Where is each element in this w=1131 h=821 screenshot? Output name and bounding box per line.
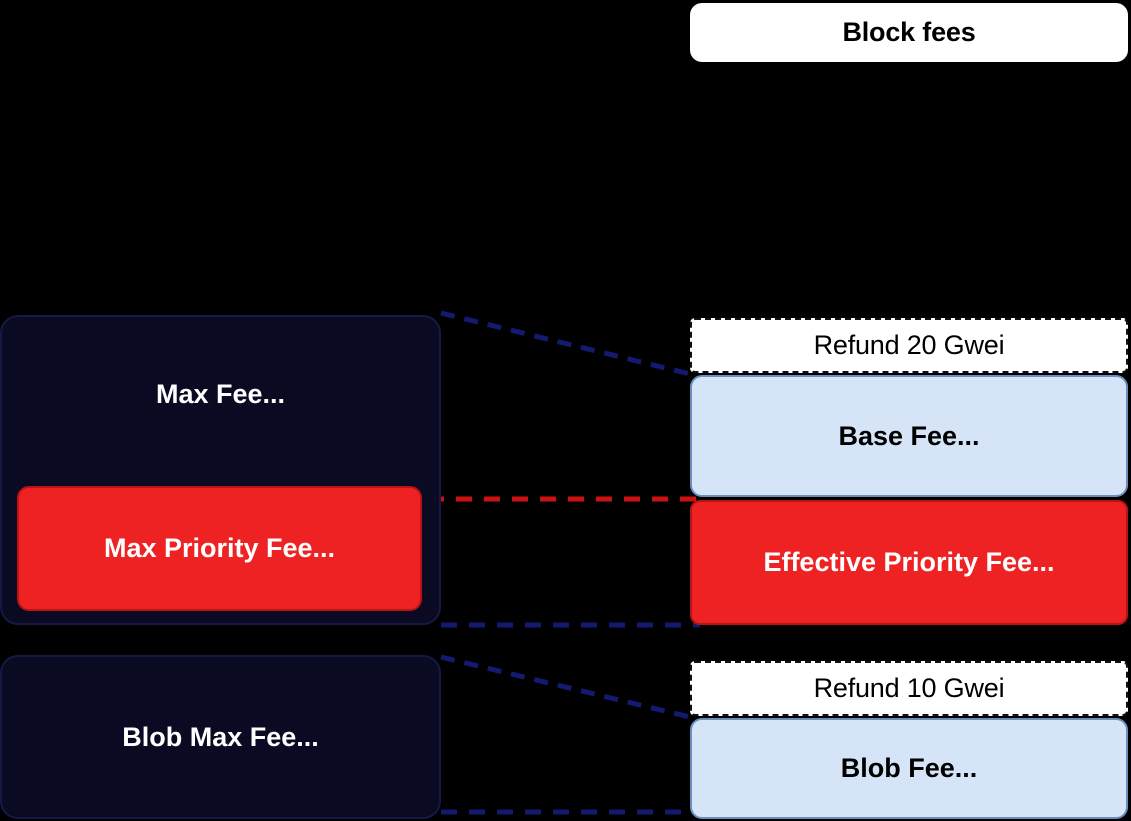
blob-fee-label: Blob Fee... <box>840 753 978 783</box>
effective-priority-fee-box[interactable]: Effective Priority Fee... <box>690 500 1128 625</box>
blob-max-fee-box[interactable]: Blob Max Fee... <box>0 655 441 819</box>
refund-10-gwei-label: Refund 10 Gwei <box>813 673 1005 703</box>
blob-top-connector <box>440 654 695 721</box>
max-priority-fee-box[interactable]: Max Priority Fee... <box>17 486 422 611</box>
max-fee-label: Max Fee... <box>155 379 286 409</box>
base-fee-label: Base Fee... <box>838 420 980 451</box>
max-fee-top-connector <box>440 310 695 378</box>
blob-max-fee-label: Blob Max Fee... <box>122 721 319 752</box>
effective-priority-fee-label: Effective Priority Fee... <box>763 547 1055 577</box>
max-priority-fee-label: Max Priority Fee... <box>103 533 336 563</box>
base-fee-box[interactable]: Base Fee... <box>690 375 1128 497</box>
refund-20-gwei-box[interactable]: Refund 20 Gwei <box>690 318 1128 373</box>
block-fees-title-box: Block fees <box>690 3 1128 62</box>
block-fees-label: Block fees <box>842 17 976 47</box>
refund-10-gwei-box[interactable]: Refund 10 Gwei <box>690 661 1128 716</box>
refund-20-gwei-label: Refund 20 Gwei <box>813 330 1005 360</box>
blob-fee-box[interactable]: Blob Fee... <box>690 718 1128 819</box>
